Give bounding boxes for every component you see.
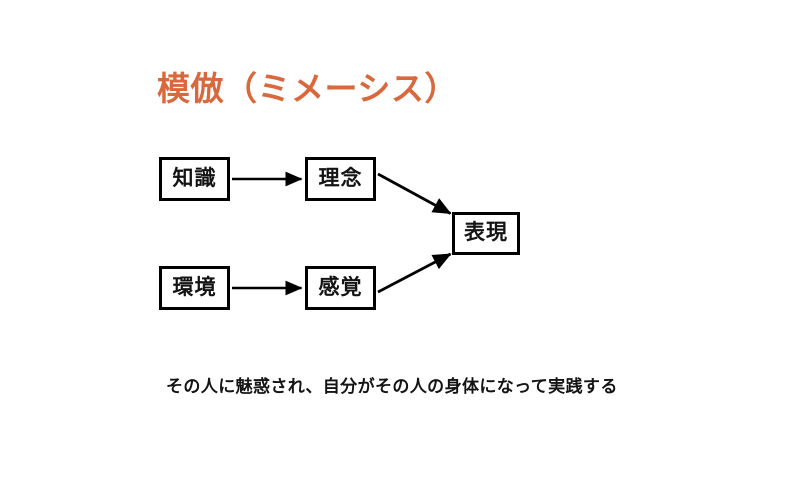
diagram-node-rinen[interactable]: 理念 xyxy=(305,157,376,201)
diagram-node-label: 感覚 xyxy=(318,275,363,299)
diagram-node-label: 理念 xyxy=(318,166,363,190)
diagram-node-chishiki[interactable]: 知識 xyxy=(159,157,230,201)
diagram-node-kankyo[interactable]: 環境 xyxy=(159,266,230,310)
arrow-kankaku-to-hyogen xyxy=(377,252,452,294)
arrow-rinen-to-hyogen xyxy=(377,172,452,215)
diagram-node-kankaku[interactable]: 感覚 xyxy=(305,266,376,310)
slide-caption: その人に魅惑され、自分がその人の身体になって実践する xyxy=(166,377,618,396)
diagram-node-label: 環境 xyxy=(172,275,217,299)
diagram-node-hyogen[interactable]: 表現 xyxy=(452,212,520,255)
diagram-node-label: 知識 xyxy=(172,166,217,190)
diagram-node-label: 表現 xyxy=(464,221,508,244)
page-title: 模倣（ミメーシス） xyxy=(157,70,458,107)
